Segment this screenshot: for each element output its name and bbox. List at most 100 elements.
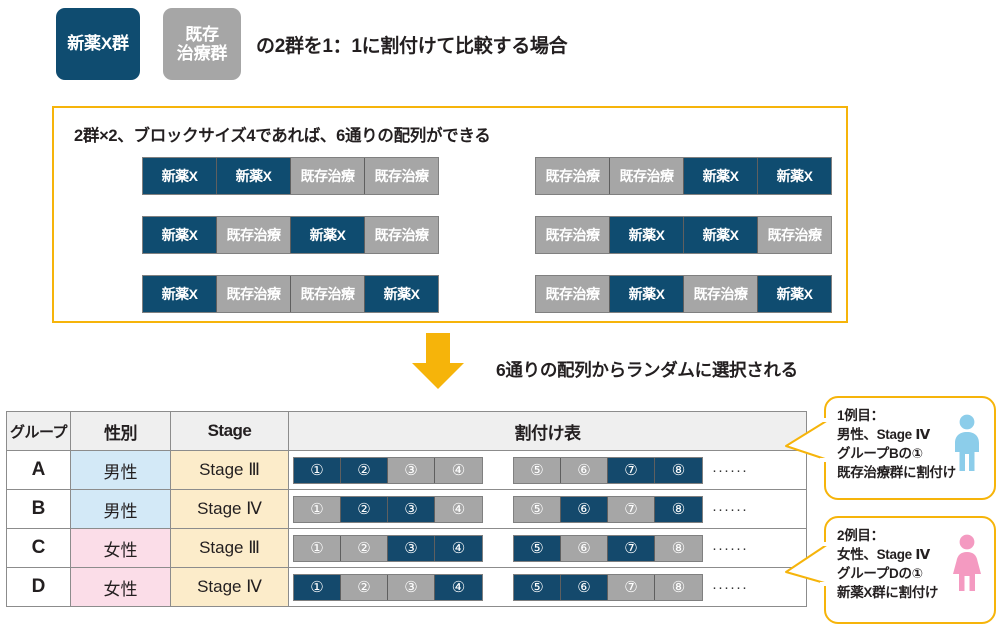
allocation-cell-new-drug: ⑤ bbox=[514, 574, 561, 600]
sequence-cell-new-drug: 新薬X bbox=[143, 217, 217, 253]
allocation-cell-new-drug: ① bbox=[294, 574, 341, 600]
allocation-cell-existing: ⑥ bbox=[561, 535, 608, 561]
sequence-cell-new-drug: 新薬X bbox=[684, 158, 758, 194]
sequence-cell-existing: 既存治療 bbox=[684, 276, 758, 312]
sequence-cell-existing: 既存治療 bbox=[365, 158, 438, 194]
cell-group: A bbox=[6, 450, 71, 490]
cell-group: B bbox=[6, 489, 71, 529]
allocation-cell-new-drug: ⑧ bbox=[655, 457, 702, 483]
allocation-ellipsis: ······ bbox=[712, 500, 748, 518]
header-legend: 新薬X群 既存 治療群 の2群を1：1に割付けて比較する場合 bbox=[0, 0, 1000, 92]
sequence-cell-existing: 既存治療 bbox=[365, 217, 438, 253]
allocation-cell-existing: ⑦ bbox=[608, 496, 655, 522]
sequence-cell-new-drug: 新薬X bbox=[365, 276, 438, 312]
allocation-cell-new-drug: ⑦ bbox=[608, 457, 655, 483]
cell-sex: 男性 bbox=[70, 450, 171, 490]
sequence-cell-new-drug: 新薬X bbox=[291, 217, 365, 253]
allocation-cell-new-drug: ② bbox=[341, 457, 388, 483]
sequence-cell-existing: 既存治療 bbox=[217, 276, 291, 312]
cell-sex: 女性 bbox=[70, 567, 171, 607]
sequence-cell-existing: 既存治療 bbox=[758, 217, 831, 253]
cell-group: C bbox=[6, 528, 71, 568]
allocation-cell-existing: ① bbox=[294, 496, 341, 522]
male-person-icon bbox=[955, 414, 979, 471]
allocation-cell-existing: ③ bbox=[388, 457, 435, 483]
cell-stage: Stage Ⅳ bbox=[170, 489, 289, 529]
cell-sex: 男性 bbox=[70, 489, 171, 529]
allocation-cell-new-drug: ④ bbox=[435, 574, 482, 600]
cell-stage: Stage Ⅲ bbox=[170, 450, 289, 490]
sequence-cell-existing: 既存治療 bbox=[291, 158, 365, 194]
allocation-cell-existing: ⑦ bbox=[608, 574, 655, 600]
allocation-ellipsis: ······ bbox=[712, 461, 748, 479]
sequence-cell-existing: 既存治療 bbox=[610, 158, 684, 194]
callout-case-2: 2例目： 女性、Stage Ⅳ グループDの① 新薬X群に割付け bbox=[785, 516, 996, 624]
callout-2-text: 2例目： 女性、Stage Ⅳ グループDの① 新薬X群に割付け bbox=[837, 528, 939, 601]
sequence-cell-new-drug: 新薬X bbox=[217, 158, 291, 194]
sequence-cell-existing: 既存治療 bbox=[217, 217, 291, 253]
table-header-row: グループ 性別 Stage 割付け表 bbox=[6, 411, 807, 451]
allocation-cell-new-drug: ⑥ bbox=[561, 574, 608, 600]
sequence-cell-new-drug: 新薬X bbox=[143, 158, 217, 194]
allocation-cell-existing: ② bbox=[341, 535, 388, 561]
sequence-cell-existing: 既存治療 bbox=[291, 276, 365, 312]
allocation-cell-existing: ⑧ bbox=[655, 574, 702, 600]
sequence-cell-existing: 既存治療 bbox=[536, 217, 610, 253]
column-header-allocation: 割付け表 bbox=[288, 411, 807, 451]
column-header-sex: 性別 bbox=[70, 411, 171, 451]
column-header-stage: Stage bbox=[170, 411, 289, 451]
allocation-cell-new-drug: ⑤ bbox=[514, 535, 561, 561]
cell-group: D bbox=[6, 567, 71, 607]
down-arrow-icon bbox=[410, 333, 466, 389]
allocation-cell-existing: ⑤ bbox=[514, 496, 561, 522]
callout-case-1: 1例目： 男性、Stage Ⅳ グループBの① 既存治療群に割付け bbox=[785, 396, 996, 500]
column-header-group: グループ bbox=[6, 411, 71, 451]
sequence-cell-new-drug: 新薬X bbox=[610, 217, 684, 253]
allocation-cell-existing: ④ bbox=[435, 457, 482, 483]
allocation-cell-new-drug: ② bbox=[341, 496, 388, 522]
allocation-cell-existing: ⑥ bbox=[561, 457, 608, 483]
allocation-cell-new-drug: ⑦ bbox=[608, 535, 655, 561]
allocation-cell-new-drug: ⑥ bbox=[561, 496, 608, 522]
allocation-cell-existing: ④ bbox=[435, 496, 482, 522]
allocation-cell-new-drug: ④ bbox=[435, 535, 482, 561]
allocation-ellipsis: ······ bbox=[712, 578, 748, 596]
sequence-cell-new-drug: 新薬X bbox=[758, 276, 831, 312]
allocation-cell-new-drug: ⑧ bbox=[655, 496, 702, 522]
sequence-cell-new-drug: 新薬X bbox=[684, 217, 758, 253]
callout-1-text: 1例目： 男性、Stage Ⅳ グループBの① 既存治療群に割付け bbox=[837, 408, 956, 481]
legend-pill-existing-treatment: 既存 治療群 bbox=[163, 8, 241, 80]
sequence-cell-existing: 既存治療 bbox=[536, 158, 610, 194]
sequence-cell-existing: 既存治療 bbox=[536, 276, 610, 312]
allocation-cell-existing: ② bbox=[341, 574, 388, 600]
allocation-cell-existing: ⑧ bbox=[655, 535, 702, 561]
allocation-ellipsis: ······ bbox=[712, 539, 748, 557]
header-caption: の2群を1：1に割付けて比較する場合 bbox=[256, 36, 568, 57]
sequence-cell-new-drug: 新薬X bbox=[610, 276, 684, 312]
